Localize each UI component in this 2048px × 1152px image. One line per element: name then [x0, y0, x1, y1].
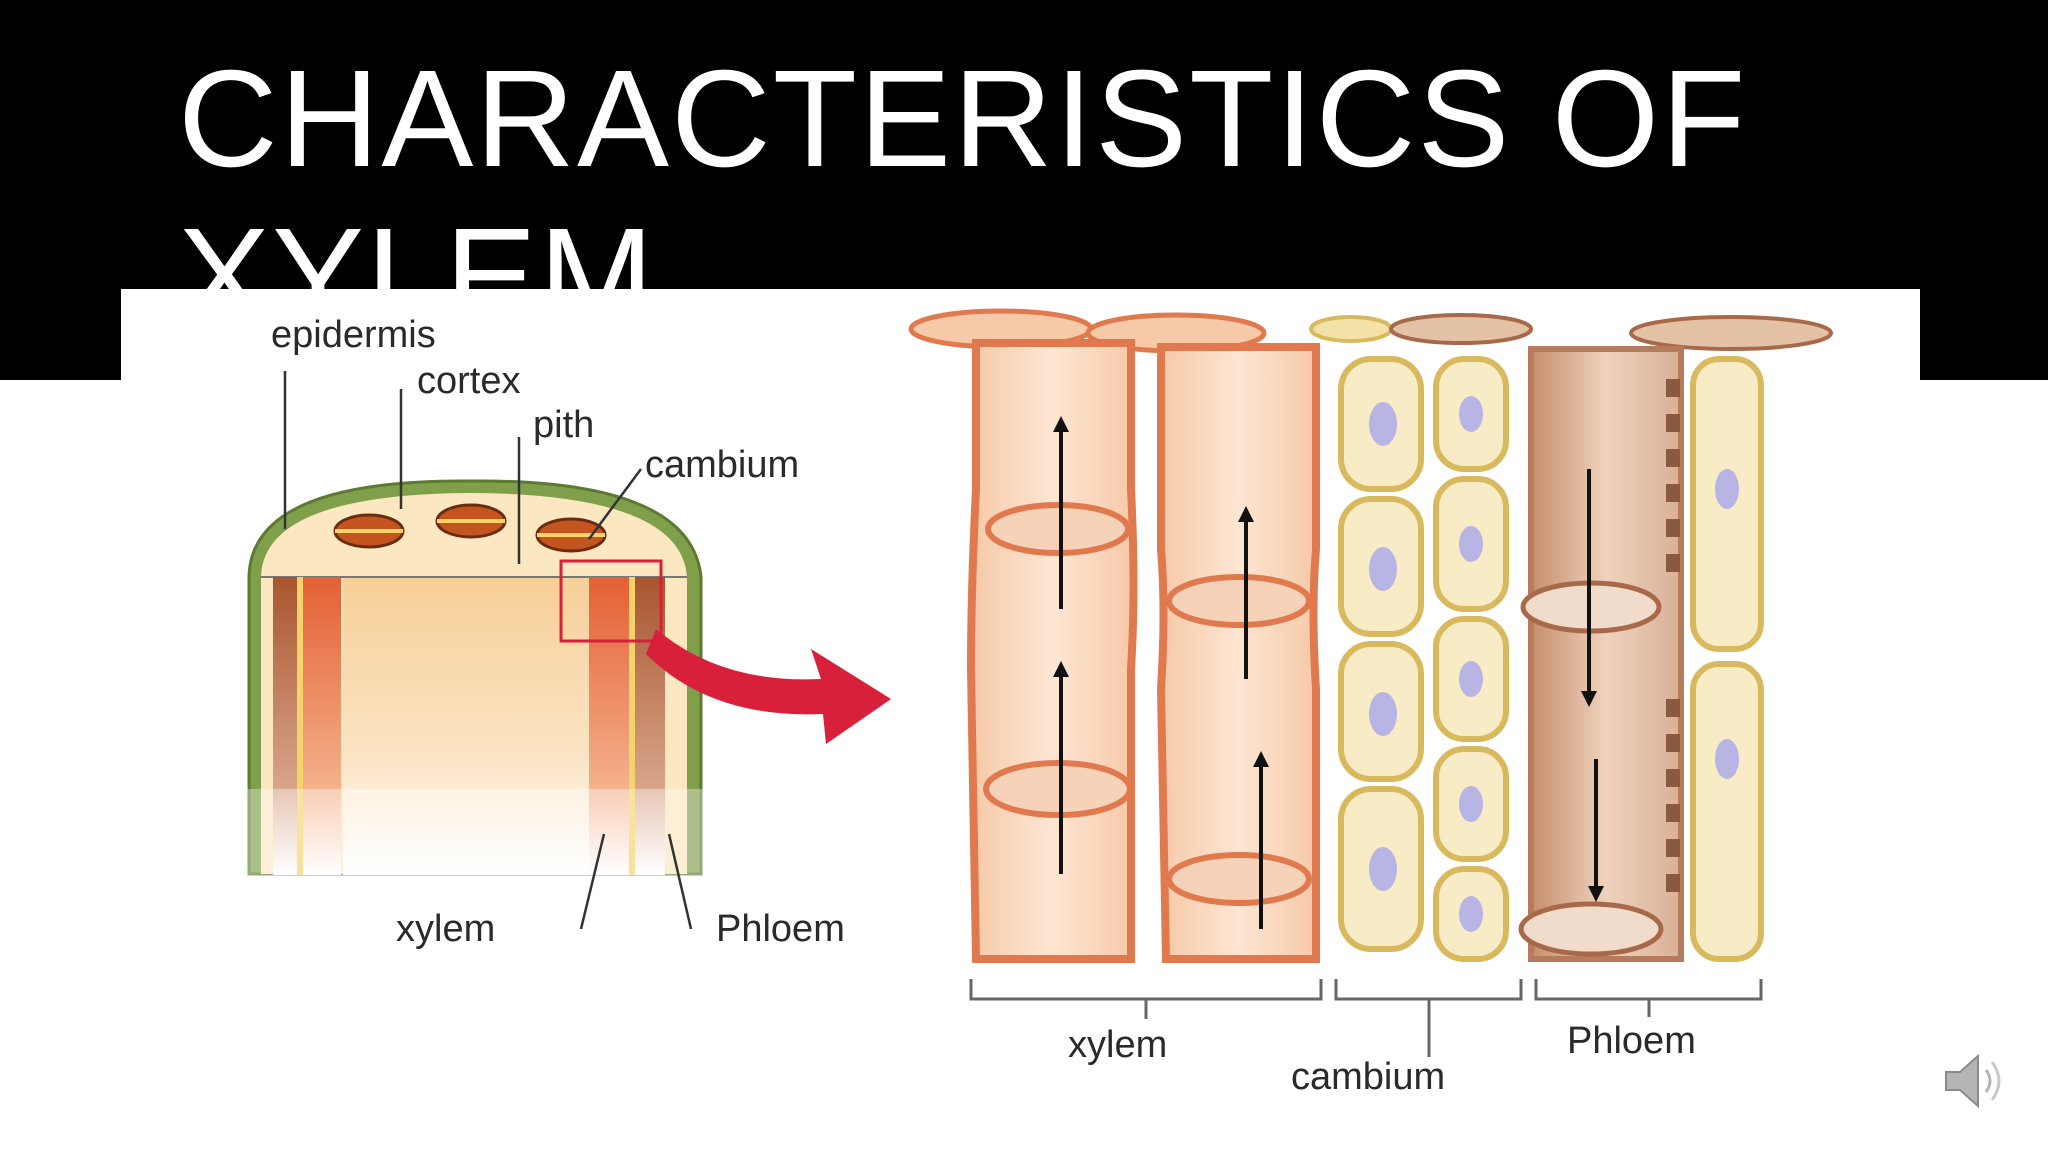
label-cambium: cambium: [645, 444, 799, 486]
label-pith: pith: [533, 404, 594, 446]
red-arrow-icon: [646, 629, 891, 744]
stem-section-diagram: [247, 371, 891, 930]
xylem-diagram-figure: epidermis cortex pith cambium xylem Phlo…: [121, 289, 1920, 1152]
slide-title: CHARACTERISTICS OF XYLEM: [178, 42, 1748, 354]
speaker-icon[interactable]: [1940, 1046, 2010, 1116]
label-xylem-tissue: xylem: [1068, 1024, 1167, 1066]
xylem-diagram: epidermis cortex pith cambium xylem Phlo…: [247, 308, 1833, 1098]
label-xylem-stem: xylem: [396, 908, 495, 950]
label-phloem-tissue: Phloem: [1567, 1020, 1696, 1062]
label-cambium-tissue: cambium: [1291, 1056, 1445, 1098]
label-phloem-stem: Phloem: [716, 908, 845, 950]
tissue-detail-diagram: [908, 308, 1833, 1057]
label-cortex: cortex: [417, 360, 520, 402]
label-epidermis: epidermis: [271, 314, 436, 356]
